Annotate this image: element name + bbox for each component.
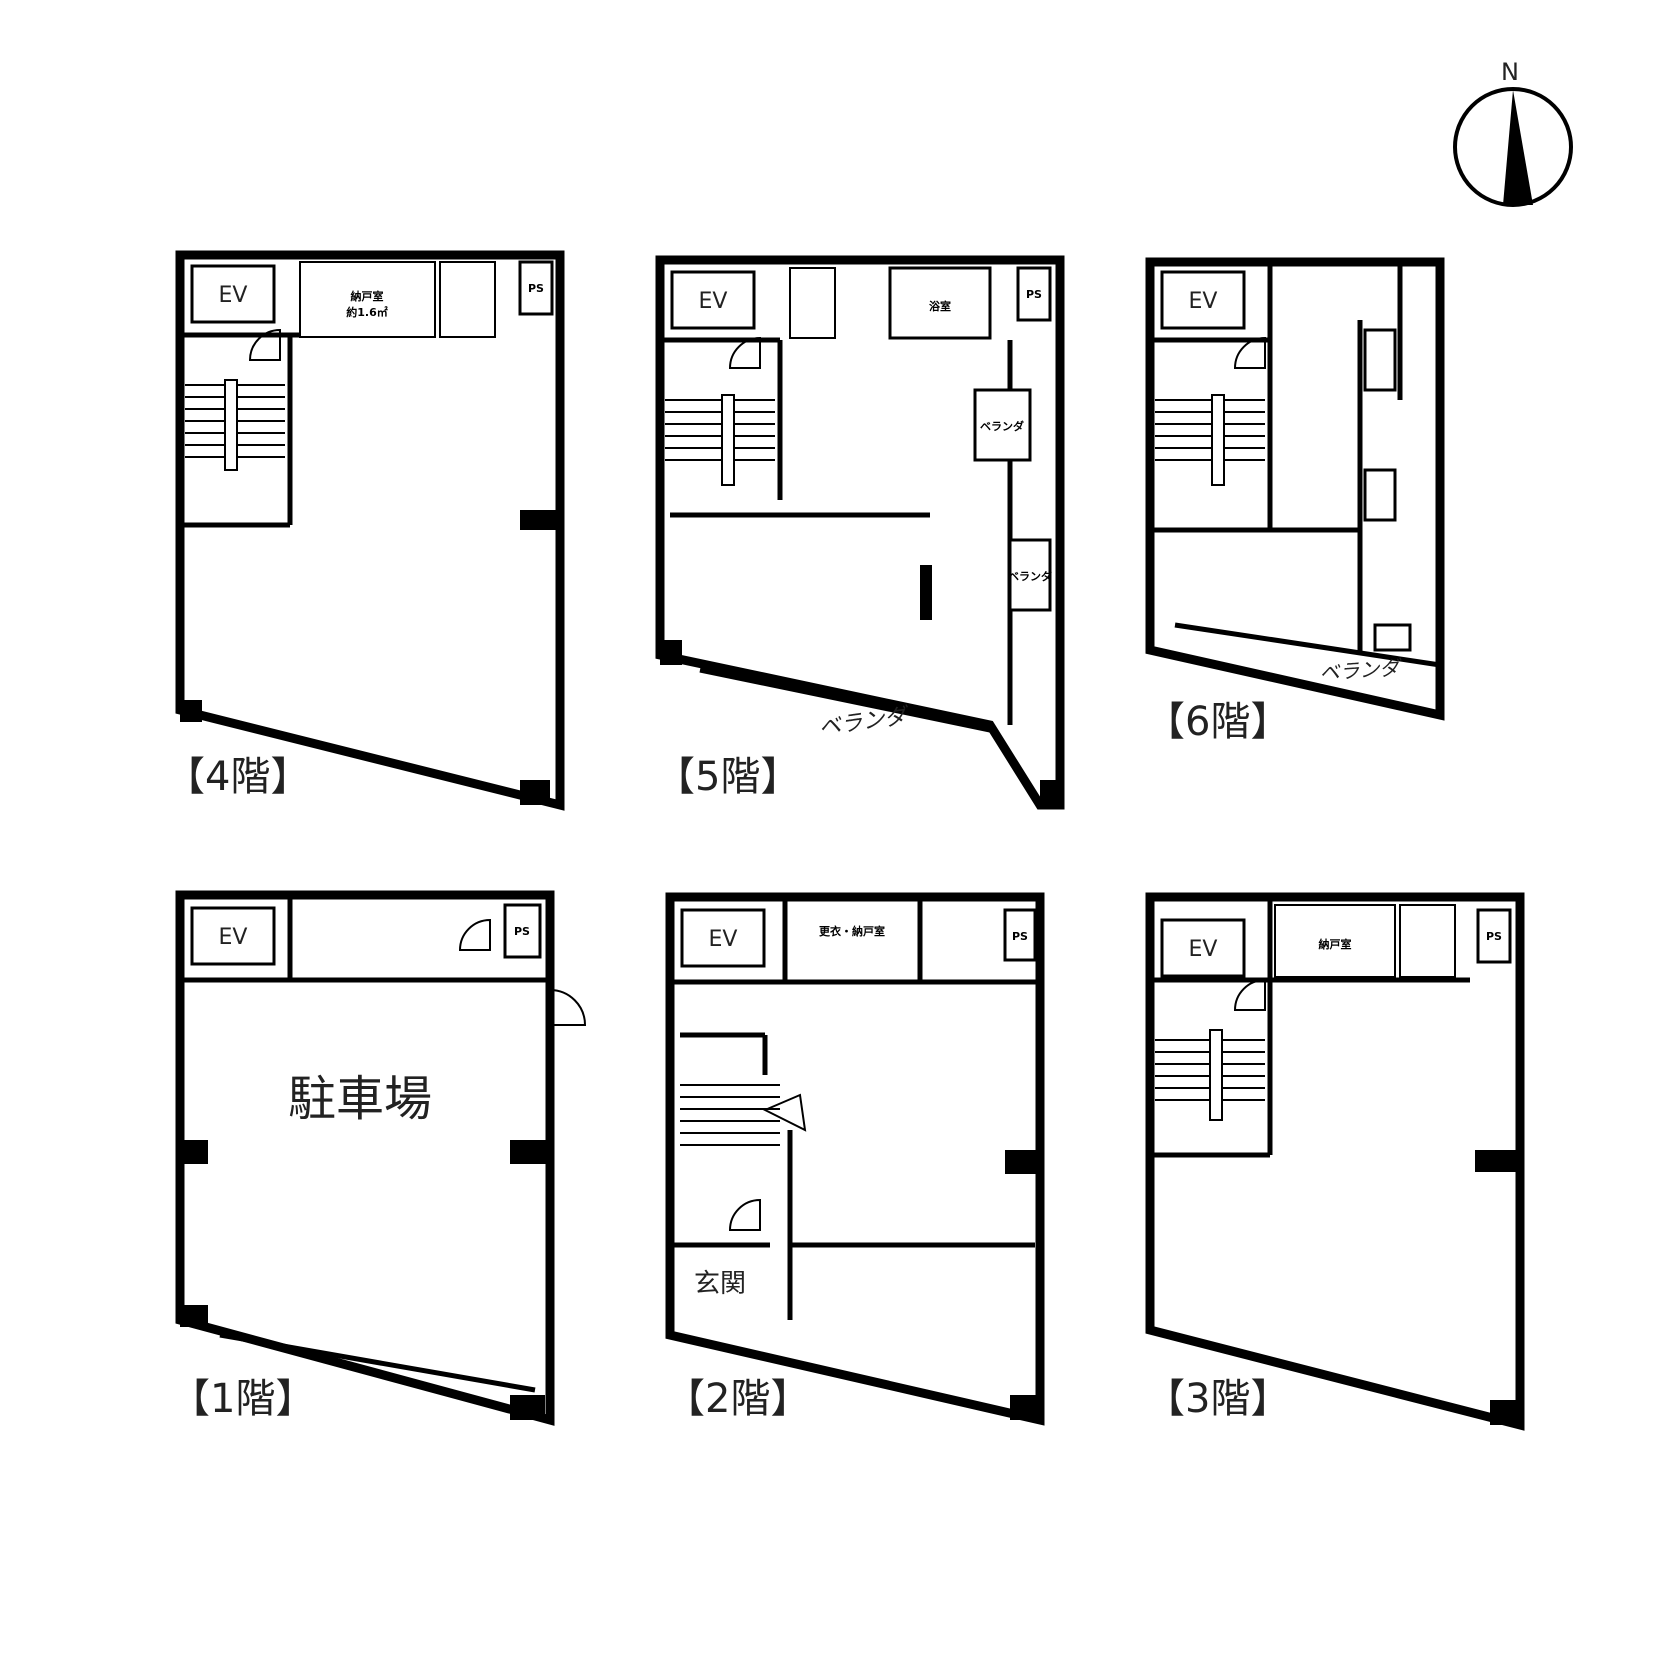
floor-3-elevator — [1160, 918, 1246, 978]
floor-6-plan: EV ベランダ 【6階】 — [1145, 257, 1445, 745]
floor-5-stairs — [665, 394, 775, 486]
floor-3-stairs — [1155, 1029, 1265, 1121]
floor-4-elevator — [190, 264, 276, 324]
floor-5-balcony-side-label: ベランダ — [980, 419, 1024, 433]
floor-6-stairs — [1155, 394, 1265, 486]
floor-2-elevator — [680, 908, 766, 968]
floor-5-bath-label: 浴室 — [929, 299, 951, 313]
floor-3-storage-label: 納戸室 — [1319, 937, 1352, 951]
floor-4-storage-label: 納戸室 — [351, 289, 384, 303]
floor-6-label: 【6階】 — [1145, 699, 1290, 745]
floor-5-ps-label: PS — [1026, 288, 1042, 301]
floor-6-ev-label: EV — [1189, 289, 1218, 314]
floor-6-outline — [1145, 257, 1445, 721]
floor-4-label: 【4階】 — [165, 754, 310, 800]
floor-1-label: 【1階】 — [170, 1376, 315, 1422]
floor-4-stairs — [185, 379, 285, 471]
floor-1-ev-label: EV — [219, 925, 248, 950]
floor-5-ev-label: EV — [699, 289, 728, 314]
floor-2-outline — [665, 892, 1045, 1426]
floor-5-elevator — [670, 270, 756, 330]
floor-3-plan: EV 納戸室 PS 【3階】 — [1145, 892, 1525, 1431]
floor-4-ev-label: EV — [219, 283, 248, 308]
floor-2-stairs — [680, 1084, 780, 1146]
floor-4-ps-label: PS — [528, 282, 544, 295]
floor-2-plan: EV 更衣・納戸室 PS 玄関 【2階】 — [665, 892, 1045, 1426]
floor-3-ev-label: EV — [1189, 937, 1218, 962]
floor-3-label: 【3階】 — [1145, 1376, 1290, 1422]
floor-1-parking-label: 駐車場 — [288, 1071, 432, 1127]
floor-2-room-label: 更衣・納戸室 — [819, 924, 885, 938]
floor-6-elevator — [1160, 270, 1246, 330]
svg-text:約1.6㎡: 約1.6㎡ — [346, 305, 388, 319]
floor-3-ps-label: PS — [1486, 930, 1502, 943]
floor-6-balcony-label: ベランダ — [1319, 655, 1403, 685]
floor-1-elevator — [190, 906, 276, 966]
floor-1-ps-label: PS — [514, 925, 530, 938]
compass: N — [1453, 58, 1573, 207]
floor-5-balcony-east-label: ベランダ — [1008, 569, 1052, 583]
floor-1-plan: EV PS 駐車場 【1階】 — [170, 890, 587, 1426]
floor-5-balcony-south-label: ベランダ — [817, 704, 911, 741]
floor-4-outline — [175, 250, 565, 811]
floor-2-ev-label: EV — [709, 927, 738, 952]
floor-2-ps-label: PS — [1012, 930, 1028, 943]
floor-5-plan: EV 浴室 PS ベランダ ベランダ ベランダ 【5階】 — [655, 255, 1065, 810]
compass-north-label: N — [1501, 58, 1519, 86]
compass-needle-icon — [1503, 90, 1533, 205]
floor-2-entrance-label: 玄関 — [694, 1269, 746, 1299]
floor-2-label: 【2階】 — [665, 1376, 810, 1422]
floor-5-label: 【5階】 — [655, 754, 800, 800]
floor-4-plan: EV 納戸室 約1.6㎡ PS 【4階】 — [165, 250, 565, 811]
floor-1-outline — [175, 890, 555, 1426]
